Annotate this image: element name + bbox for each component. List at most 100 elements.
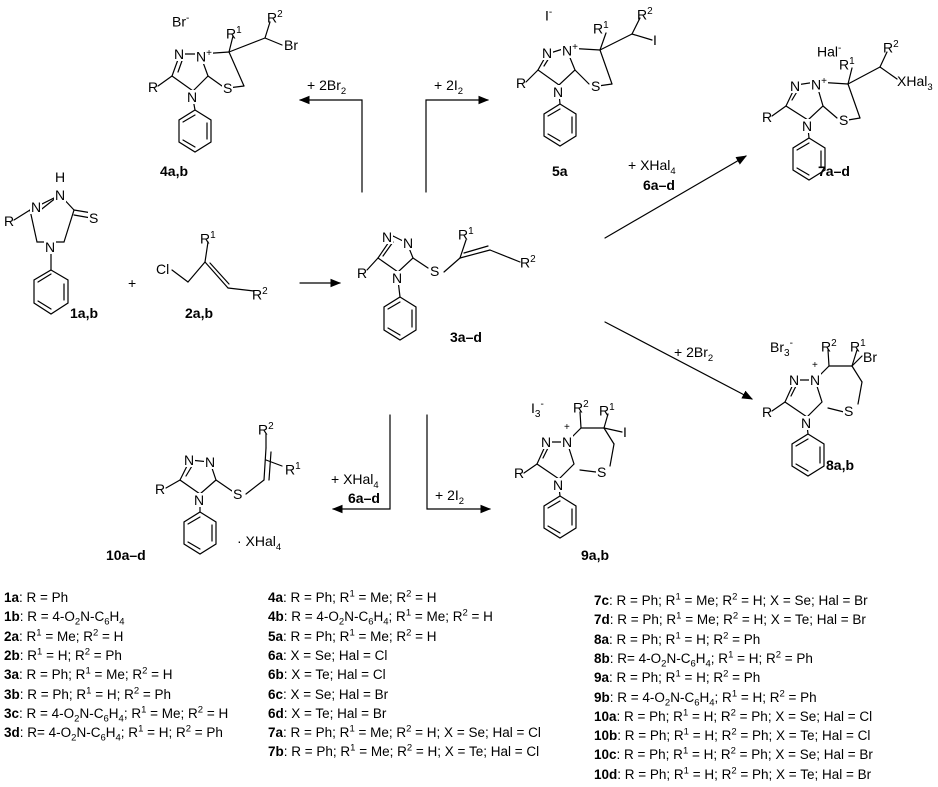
atom-r: R <box>762 404 773 420</box>
legend-entry-5a: 5a: R = Ph; R1 = Me; R2 = H <box>268 627 437 644</box>
atom-br: Br <box>863 349 877 365</box>
reagent-to-7-ref: 6a–d <box>643 177 675 193</box>
atom-n: N <box>552 477 565 493</box>
charge-plus: + <box>812 360 818 371</box>
plus-sign: + <box>128 275 137 291</box>
legend-entry-9a: 9a: R = Ph; R1 = H; R2 = Ph <box>594 668 761 686</box>
legend-entry-10d: 10d: R = Ph; R1 = H; R2 = Ph; X = Te; Ha… <box>594 765 872 782</box>
atom-n: N <box>402 235 415 251</box>
compound-label-10: 10a–d <box>106 547 146 563</box>
counterion-9: I3- <box>531 399 544 420</box>
atom-n-plus: N+ <box>561 41 579 59</box>
counterion-10: · XHal4 <box>237 533 282 553</box>
atom-r1: R1 <box>200 230 216 247</box>
atom-cl: Cl <box>156 261 170 277</box>
atom-r2: R2 <box>267 9 283 26</box>
atom-xhal3: XHal3 <box>897 73 933 93</box>
atom-n: N <box>800 415 813 431</box>
atom-n: N <box>186 89 199 105</box>
legend-entry-3d: 3d: R= 4-O2N-C6H4; R1 = H; R2 = Ph <box>4 723 223 744</box>
atom-n: N <box>183 452 196 468</box>
legend-entry-4b: 4b: R = 4-O2N-C6H4; R1 = Me; R2 = H <box>268 607 493 628</box>
atom-n: N <box>540 434 553 450</box>
arrow-to-7 <box>604 155 747 239</box>
reagent-to-8: + 2Br2 <box>674 344 714 364</box>
compound-label-8: 8a,b <box>826 457 855 473</box>
legend-entry-3b: 3b: R = Ph; R1 = H; R2 = Ph <box>4 685 172 702</box>
structure-10 <box>165 433 283 555</box>
atom-n: N <box>193 492 206 508</box>
legend-entry-10b: 10b: R = Ph; R1 = H; R2 = Ph; X = Te; Ha… <box>594 726 871 744</box>
atom-i: I <box>623 424 627 440</box>
atom-n: N <box>54 187 67 203</box>
atom-n: N <box>541 45 554 61</box>
compound-label-7: 7a–d <box>818 163 850 179</box>
atom-n: N <box>204 454 217 470</box>
atom-n: N <box>801 118 814 134</box>
atom-r1: R1 <box>285 461 301 478</box>
legend-entry-6d: 6d: X = Te; Hal = Br <box>268 705 387 721</box>
legend-entry-9b: 9b: R = 4-O2N-C6H4; R1 = H; R2 = Ph <box>594 688 817 709</box>
atom-r: R <box>357 265 368 281</box>
counterion-5: I- <box>545 7 553 24</box>
arrow-to-4 <box>298 95 363 193</box>
legend-entry-2b: 2b: R1 = H; R2 = Ph <box>4 646 122 663</box>
atom-s: S <box>232 486 244 502</box>
atom-r1: R1 <box>599 402 615 419</box>
arrow-to-8 <box>604 321 753 400</box>
legend-entry-4a: 4a: R = Ph; R1 = Me; R2 = H <box>268 588 437 605</box>
atom-s: S <box>429 263 441 279</box>
atom-s: S <box>88 210 100 226</box>
reagent-to-10-ref: 6a–d <box>348 490 380 506</box>
legend-entry-7b: 7b: R = Ph; R1 = Me; R2 = H; X = Te; Hal… <box>268 742 540 760</box>
structure-5 <box>525 17 653 147</box>
legend-entry-1a: 1a: R = Ph <box>4 590 69 605</box>
compound-label-3: 3a–d <box>450 329 482 345</box>
atom-h: H <box>55 169 66 185</box>
reagent-to-7: + XHal4 <box>628 157 676 177</box>
atom-r1: R1 <box>593 20 609 37</box>
atom-n-plus: N+ <box>810 75 828 93</box>
atom-r2: R2 <box>252 286 268 303</box>
atom-r: R <box>516 75 527 91</box>
atom-r2: R2 <box>821 338 837 355</box>
arrow-to-5 <box>425 95 490 193</box>
reagent-to-9: + 2I2 <box>435 487 465 507</box>
structure-7 <box>771 51 898 181</box>
legend-entry-3c: 3c: R = 4-O2N-C6H4; R1 = Me; R2 = H <box>4 704 229 725</box>
reagent-to-5: + 2I2 <box>434 77 464 97</box>
reaction-arrows <box>298 95 753 514</box>
atom-r1: R1 <box>226 25 242 42</box>
arrow-to-9 <box>426 414 492 514</box>
compound-label-1: 1a,b <box>70 305 99 321</box>
atom-s: S <box>843 403 855 419</box>
atom-r: R <box>514 465 525 481</box>
atom-br: Br <box>284 37 298 53</box>
counterion-8: Br3- <box>770 338 793 359</box>
compound-label-9: 9a,b <box>581 547 610 563</box>
atom-s: S <box>222 80 234 96</box>
atom-r1: R1 <box>839 56 855 73</box>
atom-r2: R2 <box>883 39 899 56</box>
atom-n: N <box>788 372 801 388</box>
legend-entry-6b: 6b: X = Te; Hal = Cl <box>268 667 386 683</box>
atom-r2: R2 <box>520 254 536 271</box>
counterion-4: Br- <box>172 13 190 30</box>
atom-n-plus: N <box>561 434 574 450</box>
legend-entry-7d: 7d: R = Ph; R1 = Me; R2 = H; X = Te; Hal… <box>594 610 866 628</box>
atom-r: R <box>155 481 166 497</box>
compound-label-2: 2a,b <box>185 305 214 321</box>
legend-entry-10c: 10c: R = Ph; R1 = H; R2 = Ph; X = Se; Ha… <box>594 745 873 763</box>
atom-r2: R2 <box>258 421 274 438</box>
reagent-to-10: + XHal4 <box>331 471 379 491</box>
legend-entry-2a: 2a: R1 = Me; R2 = H <box>4 627 124 644</box>
compound-label-4: 4a,b <box>160 163 189 179</box>
charge-plus: + <box>564 422 570 433</box>
atom-n: N <box>381 229 394 245</box>
atom-n-plus: N+ <box>195 47 213 65</box>
atom-r2: R2 <box>573 399 589 416</box>
atom-n: N <box>173 46 186 62</box>
legend-entry-10a: 10a: R = Ph; R1 = H; R2 = Ph; X = Se; Ha… <box>594 707 873 724</box>
atom-r1: R1 <box>850 338 866 355</box>
